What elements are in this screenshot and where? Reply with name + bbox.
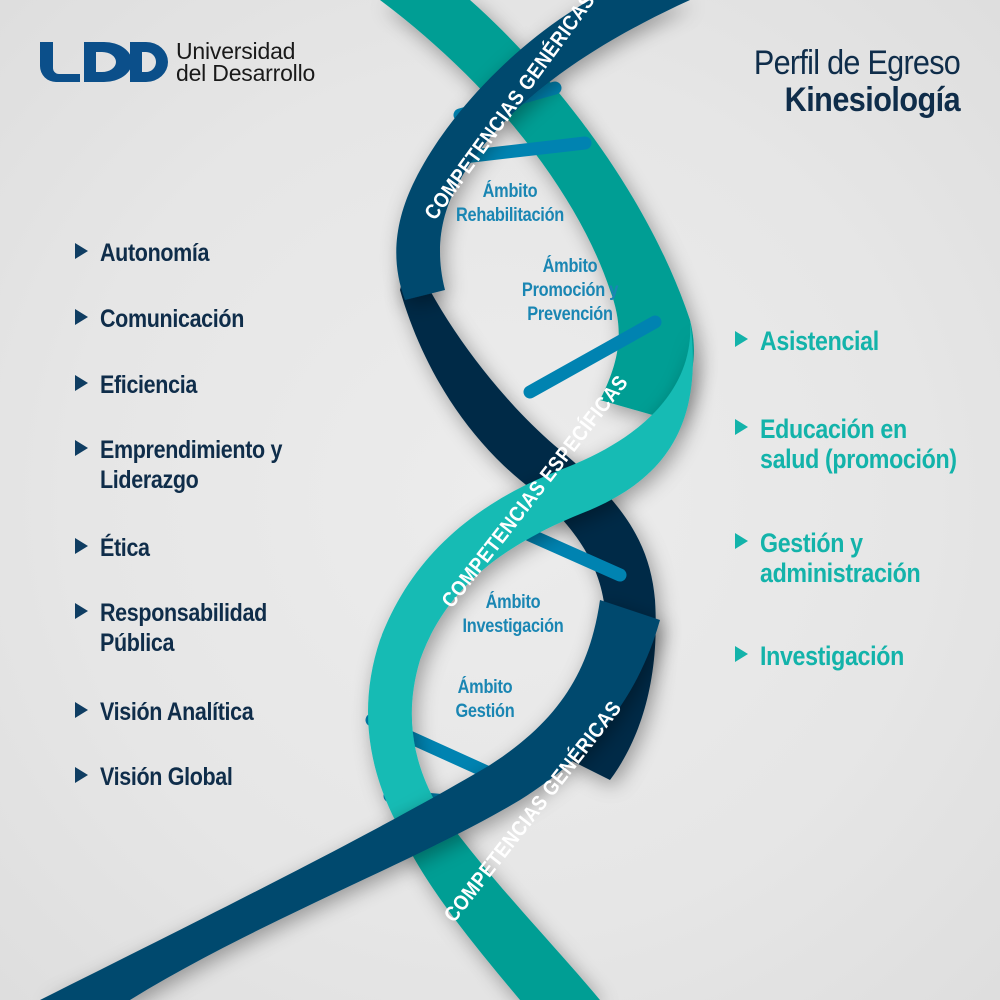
triangle-right-icon — [75, 767, 88, 783]
triangle-right-icon — [735, 419, 748, 435]
triangle-right-icon — [75, 243, 88, 259]
triangle-right-icon — [75, 440, 88, 456]
ambito-label: Promoción y — [521, 280, 619, 301]
title-line2: Kinesiología — [784, 81, 961, 119]
ambito-investigacion: Ámbito Investigación — [444, 591, 582, 639]
item-label: Asistencial — [760, 326, 879, 356]
list-item: Visión Analítica — [72, 697, 278, 727]
item-label: Eficiencia — [100, 371, 197, 399]
item-label: Autonomía — [100, 239, 210, 267]
title-line1: Perfil de Egreso — [753, 44, 961, 82]
ambito-label: Ámbito — [542, 256, 598, 277]
item-label: Visión Analítica — [100, 698, 254, 726]
university-name-line1: Universidad — [176, 38, 296, 64]
item-label: Investigación — [760, 641, 904, 671]
ambito-label: Investigación — [462, 616, 564, 637]
triangle-right-icon — [735, 646, 748, 662]
item-label: Educación en — [760, 414, 907, 444]
rung — [523, 528, 627, 582]
ambito-gestion: Ámbito Gestión — [416, 676, 554, 724]
triangle-right-icon — [75, 375, 88, 391]
navy-strand-top — [396, 0, 690, 300]
rung — [448, 136, 592, 165]
item-label: Emprendimiento y — [100, 436, 283, 464]
item-label: Ética — [100, 534, 150, 562]
university-name: Universidad del Desarrollo — [176, 38, 316, 86]
item-label-line2: Liderazgo — [100, 466, 199, 494]
list-item: Investigación — [732, 641, 927, 671]
ambito-label: Ámbito — [485, 592, 541, 613]
list-item: Visión Global — [72, 762, 254, 792]
item-label-line2: Pública — [100, 629, 175, 657]
ambito-label: Ámbito — [457, 677, 513, 698]
item-label: Gestión y — [760, 528, 863, 558]
list-item: Emprendimiento y Liderazgo — [72, 435, 312, 495]
triangle-right-icon — [75, 702, 88, 718]
item-label: Visión Global — [100, 763, 233, 791]
item-label-line2: administración — [760, 558, 921, 588]
ambito-label: Gestión — [455, 701, 515, 722]
navy-strand-middle — [400, 250, 656, 780]
university-name-line2: del Desarrollo — [176, 60, 316, 86]
item-label: Responsabilidad — [100, 599, 267, 627]
list-item: Ética — [72, 533, 158, 563]
ambito-label: Prevención — [527, 304, 613, 325]
ambito-label: Rehabilitación — [455, 205, 565, 226]
teal-band-middle — [368, 320, 693, 820]
triangle-right-icon — [75, 309, 88, 325]
navy-strand-lower — [40, 600, 660, 1000]
list-item: Autonomía — [72, 238, 227, 268]
triangle-right-icon — [735, 331, 748, 347]
list-item: Educación en salud (promoción) — [732, 414, 989, 474]
ambito-rehabilitacion: Ámbito Rehabilitación — [441, 180, 579, 228]
list-item: Gestión y administración — [732, 528, 946, 588]
page-title: Perfil de Egreso Kinesiología — [731, 44, 961, 119]
rung — [523, 315, 662, 399]
ambito-label: Ámbito — [482, 181, 538, 202]
list-item: Eficiencia — [72, 370, 213, 400]
university-logo: Universidad del Desarrollo — [38, 38, 316, 86]
item-label: Comunicación — [100, 305, 245, 333]
list-item: Responsabilidad Pública — [72, 598, 294, 658]
list-item: Comunicación — [72, 304, 267, 334]
teal-strand-lower — [395, 810, 600, 1000]
item-label-line2: salud (promoción) — [760, 444, 957, 474]
triangle-right-icon — [75, 538, 88, 554]
triangle-right-icon — [75, 603, 88, 619]
udd-logo-icon — [40, 42, 168, 82]
ambito-promocion-prevencion: Ámbito Promoción y Prevención — [501, 255, 639, 327]
list-item: Asistencial — [732, 326, 898, 356]
triangle-right-icon — [735, 533, 748, 549]
